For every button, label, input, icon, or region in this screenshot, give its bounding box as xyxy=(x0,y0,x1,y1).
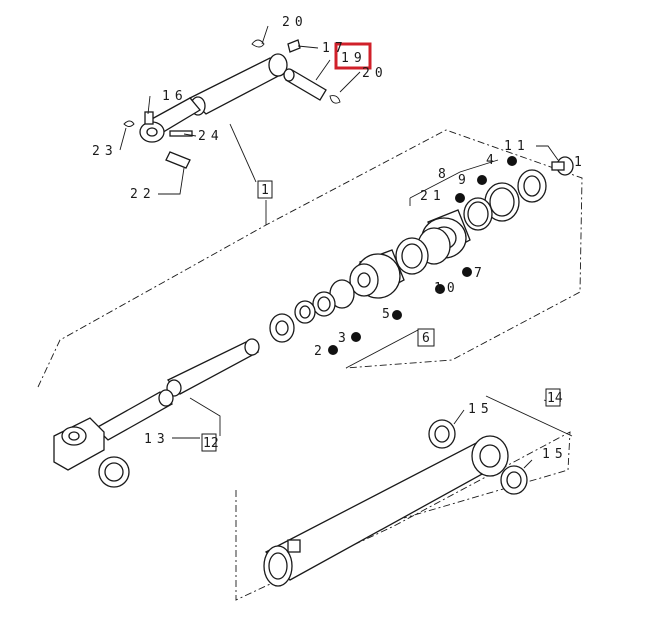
part-label-15-right: 15 xyxy=(542,447,568,462)
part-label-16: 16 xyxy=(162,89,188,104)
reference-boxes xyxy=(201,180,561,452)
part-label-1: 1 xyxy=(261,183,269,198)
piston-seal-stack xyxy=(269,156,574,343)
part-label-1-right: 1 xyxy=(574,155,587,170)
part-label-19: 19 xyxy=(341,51,367,66)
part-label-22: 22 xyxy=(130,187,156,202)
bullet-dots xyxy=(328,156,517,355)
part-label-7: 7 xyxy=(474,266,487,281)
part-label-4: 4 xyxy=(486,153,499,168)
part-label-15-left: 15 xyxy=(468,402,494,417)
part-label-24: 24 xyxy=(198,129,224,144)
part-label-8: 8 xyxy=(438,167,451,182)
cylinder-barrel xyxy=(263,419,528,587)
part-label-13: 13 xyxy=(144,432,170,447)
part-label-2: 2 xyxy=(314,344,327,359)
part-label-5: 5 xyxy=(382,307,395,322)
part-label-12: 12 xyxy=(203,436,219,451)
part-label-21: 21 xyxy=(420,189,446,204)
part-label-10: 10 xyxy=(434,281,460,296)
part-label-6: 6 xyxy=(422,331,430,346)
part-label-20-right: 20 xyxy=(362,66,388,81)
upper-cylinder-assembly xyxy=(123,39,341,169)
highlight-box xyxy=(334,42,372,70)
part-label-14: 14 xyxy=(547,391,563,406)
part-label-9: 9 xyxy=(458,173,471,188)
part-label-20-top: 20 xyxy=(282,15,308,30)
piston-rod-assembly xyxy=(53,338,260,488)
frame-lines xyxy=(37,129,583,601)
part-label-3: 3 xyxy=(338,331,351,346)
leader-lines xyxy=(119,25,573,469)
part-label-11: 11 xyxy=(504,139,530,154)
part-label-23: 23 xyxy=(92,144,118,159)
part-label-17: 17 xyxy=(322,41,348,56)
